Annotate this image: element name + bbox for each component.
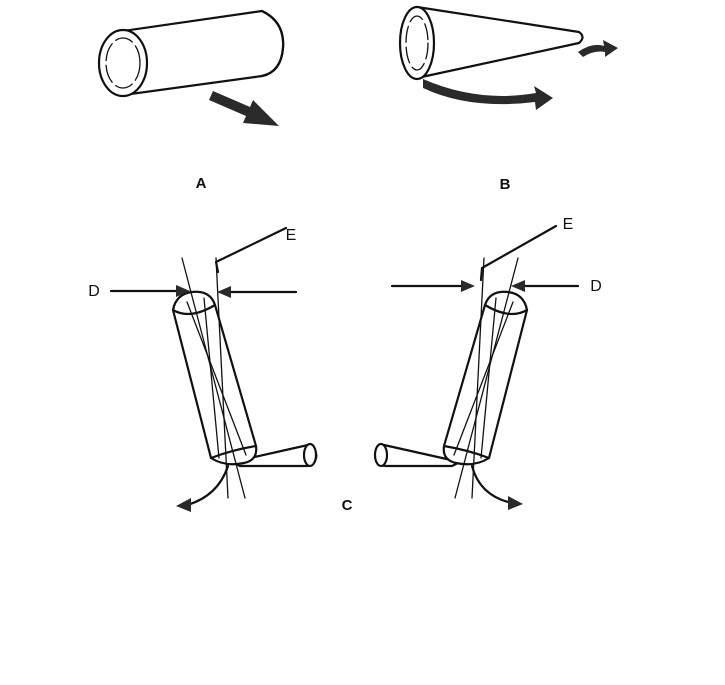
panel-c-label: C <box>342 497 353 514</box>
panel-b-arrows <box>423 40 618 110</box>
panel-c-right-dimension <box>390 224 580 292</box>
panel-a-arrow <box>209 91 279 126</box>
panel-a-label: A <box>196 175 207 192</box>
dimension-e-left-label: E <box>286 227 297 244</box>
panel-b-label: B <box>500 176 511 193</box>
panel-c-left-roller <box>171 257 318 499</box>
panel-c-left-dimension <box>109 226 298 298</box>
panel-c-left-arrow <box>176 464 230 512</box>
panel-c-right-roller <box>373 257 529 499</box>
panel-c-right-arrow <box>470 464 523 510</box>
dimension-d-left-label: D <box>88 283 100 300</box>
panel-a-cylinder <box>97 9 285 98</box>
dimension-d-right-label: D <box>590 278 602 295</box>
dimension-e-right-label: E <box>563 216 574 233</box>
panel-b-cone <box>398 5 584 81</box>
